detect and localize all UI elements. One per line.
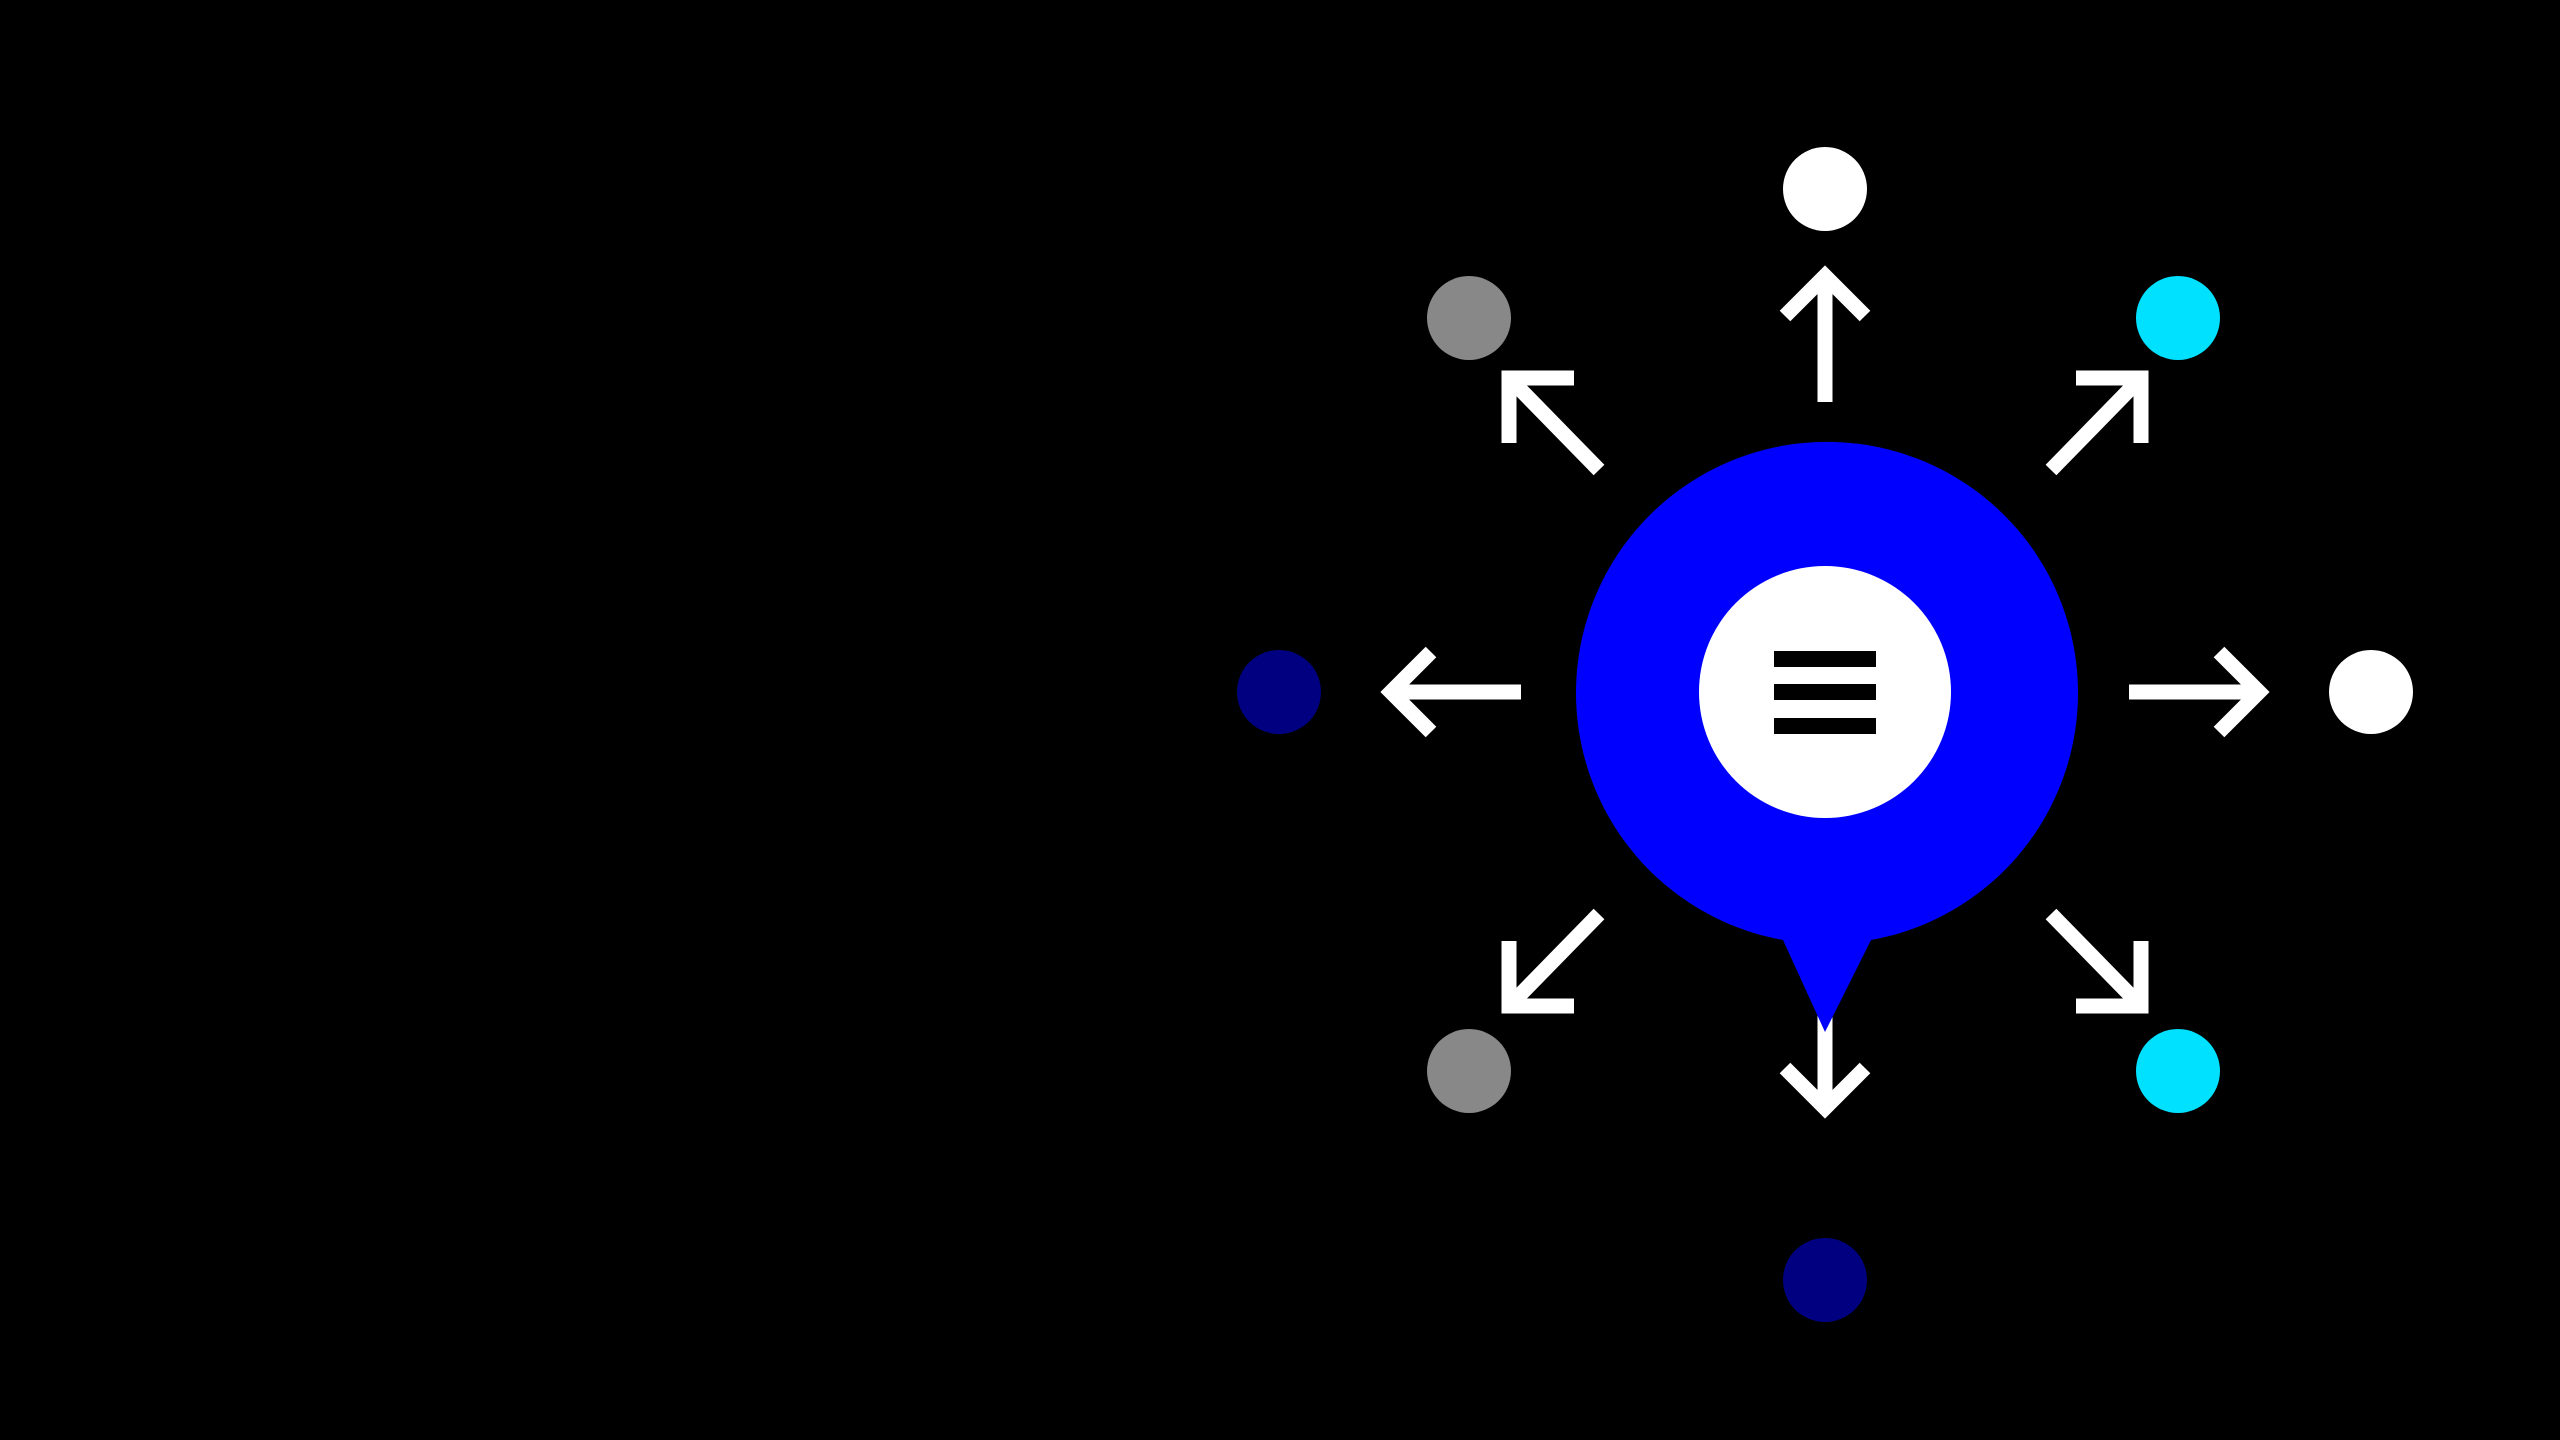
hamburger-menu-icon: [1774, 651, 1876, 734]
target-dot-right[interactable]: [2329, 650, 2413, 734]
arrow-up-icon: [1779, 265, 1871, 402]
arrow-up-right-icon: [2045, 370, 2149, 476]
menu-button[interactable]: [1576, 441, 2078, 1032]
arrow-right-icon: [2129, 646, 2270, 738]
direction-arrows: [1380, 265, 2270, 1119]
target-dot-left[interactable]: [1237, 650, 1321, 734]
arrow-down-left-icon: [1501, 908, 1605, 1014]
direction-targets: [1237, 147, 2413, 1322]
target-dot-up-right[interactable]: [2136, 276, 2220, 360]
arrow-left-icon: [1380, 646, 1521, 738]
target-dot-down-left[interactable]: [1427, 1029, 1511, 1113]
arrow-down-right-icon: [2045, 908, 2149, 1014]
target-dot-up-left[interactable]: [1427, 276, 1511, 360]
target-dot-down-right[interactable]: [2136, 1029, 2220, 1113]
arrow-up-left-icon: [1501, 370, 1605, 476]
target-dot-up[interactable]: [1783, 147, 1867, 231]
target-dot-down[interactable]: [1783, 1238, 1867, 1322]
